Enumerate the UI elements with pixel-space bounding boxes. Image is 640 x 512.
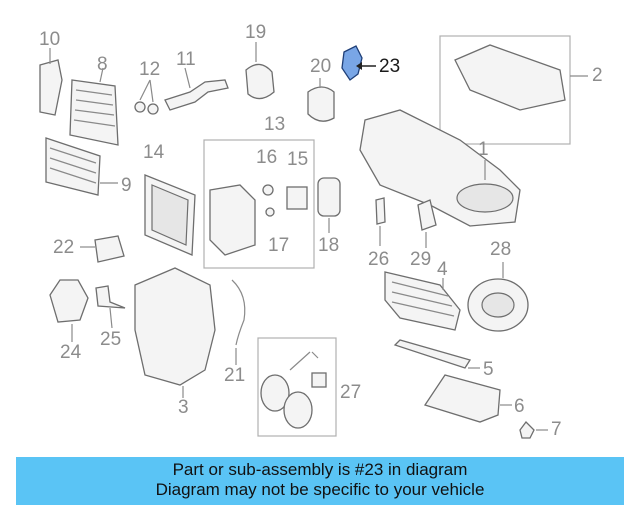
callout-24: 24 [60, 342, 82, 363]
callout-14: 14 [143, 142, 165, 163]
part-27-b [283, 391, 313, 429]
part-12-a [134, 101, 146, 113]
part-20 [307, 86, 335, 122]
callout-7: 7 [551, 419, 562, 440]
callout-29: 29 [410, 249, 432, 270]
callout-4: 4 [437, 259, 448, 280]
part-19 [245, 63, 275, 100]
callout-25: 25 [100, 329, 122, 350]
callout-22: 22 [53, 237, 75, 258]
part-23 [341, 45, 363, 81]
part-5 [393, 339, 472, 369]
callout-17: 17 [268, 235, 290, 256]
part-27-a [260, 374, 290, 412]
callout-12: 12 [139, 59, 161, 80]
part-18 [317, 177, 341, 217]
part-27-c [311, 372, 327, 388]
callout-20: 20 [310, 56, 332, 77]
part-6 [423, 374, 501, 423]
parts-diagram: 10 8 12 11 19 20 23 2 13 1 14 16 15 9 17… [39, 22, 603, 440]
callout-18: 18 [318, 235, 340, 256]
diagram-drawing [39, 35, 588, 439]
part-24 [49, 279, 89, 323]
callout-6: 6 [514, 396, 525, 417]
part-26 [375, 197, 386, 225]
part-11 [164, 79, 229, 111]
callout-21: 21 [224, 365, 246, 386]
part-21 [231, 279, 246, 346]
callout-5: 5 [483, 359, 494, 380]
part-9 [45, 137, 101, 196]
part-4 [384, 271, 461, 331]
part-25 [95, 285, 126, 309]
callout-1: 1 [478, 139, 489, 160]
part-15 [286, 186, 308, 210]
part-7 [519, 421, 535, 439]
callout-23: 23 [379, 56, 401, 77]
callout-27: 27 [340, 382, 362, 403]
callout-16: 16 [256, 147, 278, 168]
group-box-13 [203, 139, 315, 269]
callout-28: 28 [490, 239, 512, 260]
callout-2: 2 [592, 65, 603, 86]
callout-8: 8 [97, 54, 108, 75]
banner-line-1: Part or sub-assembly is #23 in diagram [172, 460, 468, 479]
part-10 [39, 59, 63, 116]
callout-13: 13 [264, 114, 286, 135]
group-box-2 [439, 35, 571, 145]
part-29 [417, 199, 437, 231]
callout-26: 26 [368, 249, 390, 270]
callout-9: 9 [121, 175, 132, 196]
part-17 [265, 207, 275, 217]
part-12-b [147, 103, 159, 115]
part-22 [94, 235, 125, 263]
callout-19: 19 [245, 22, 267, 43]
callout-11: 11 [176, 49, 196, 70]
part-3 [134, 267, 216, 386]
part-13 [209, 184, 256, 256]
callout-3: 3 [178, 397, 189, 418]
callout-15: 15 [287, 149, 309, 170]
part-2 [454, 44, 566, 111]
part-16 [262, 184, 274, 196]
info-banner: Part or sub-assembly is #23 in diagram D… [16, 457, 624, 505]
banner-line-2: Diagram may not be specific to your vehi… [155, 480, 485, 499]
callout-10: 10 [39, 29, 61, 50]
group-box-27 [257, 337, 337, 437]
